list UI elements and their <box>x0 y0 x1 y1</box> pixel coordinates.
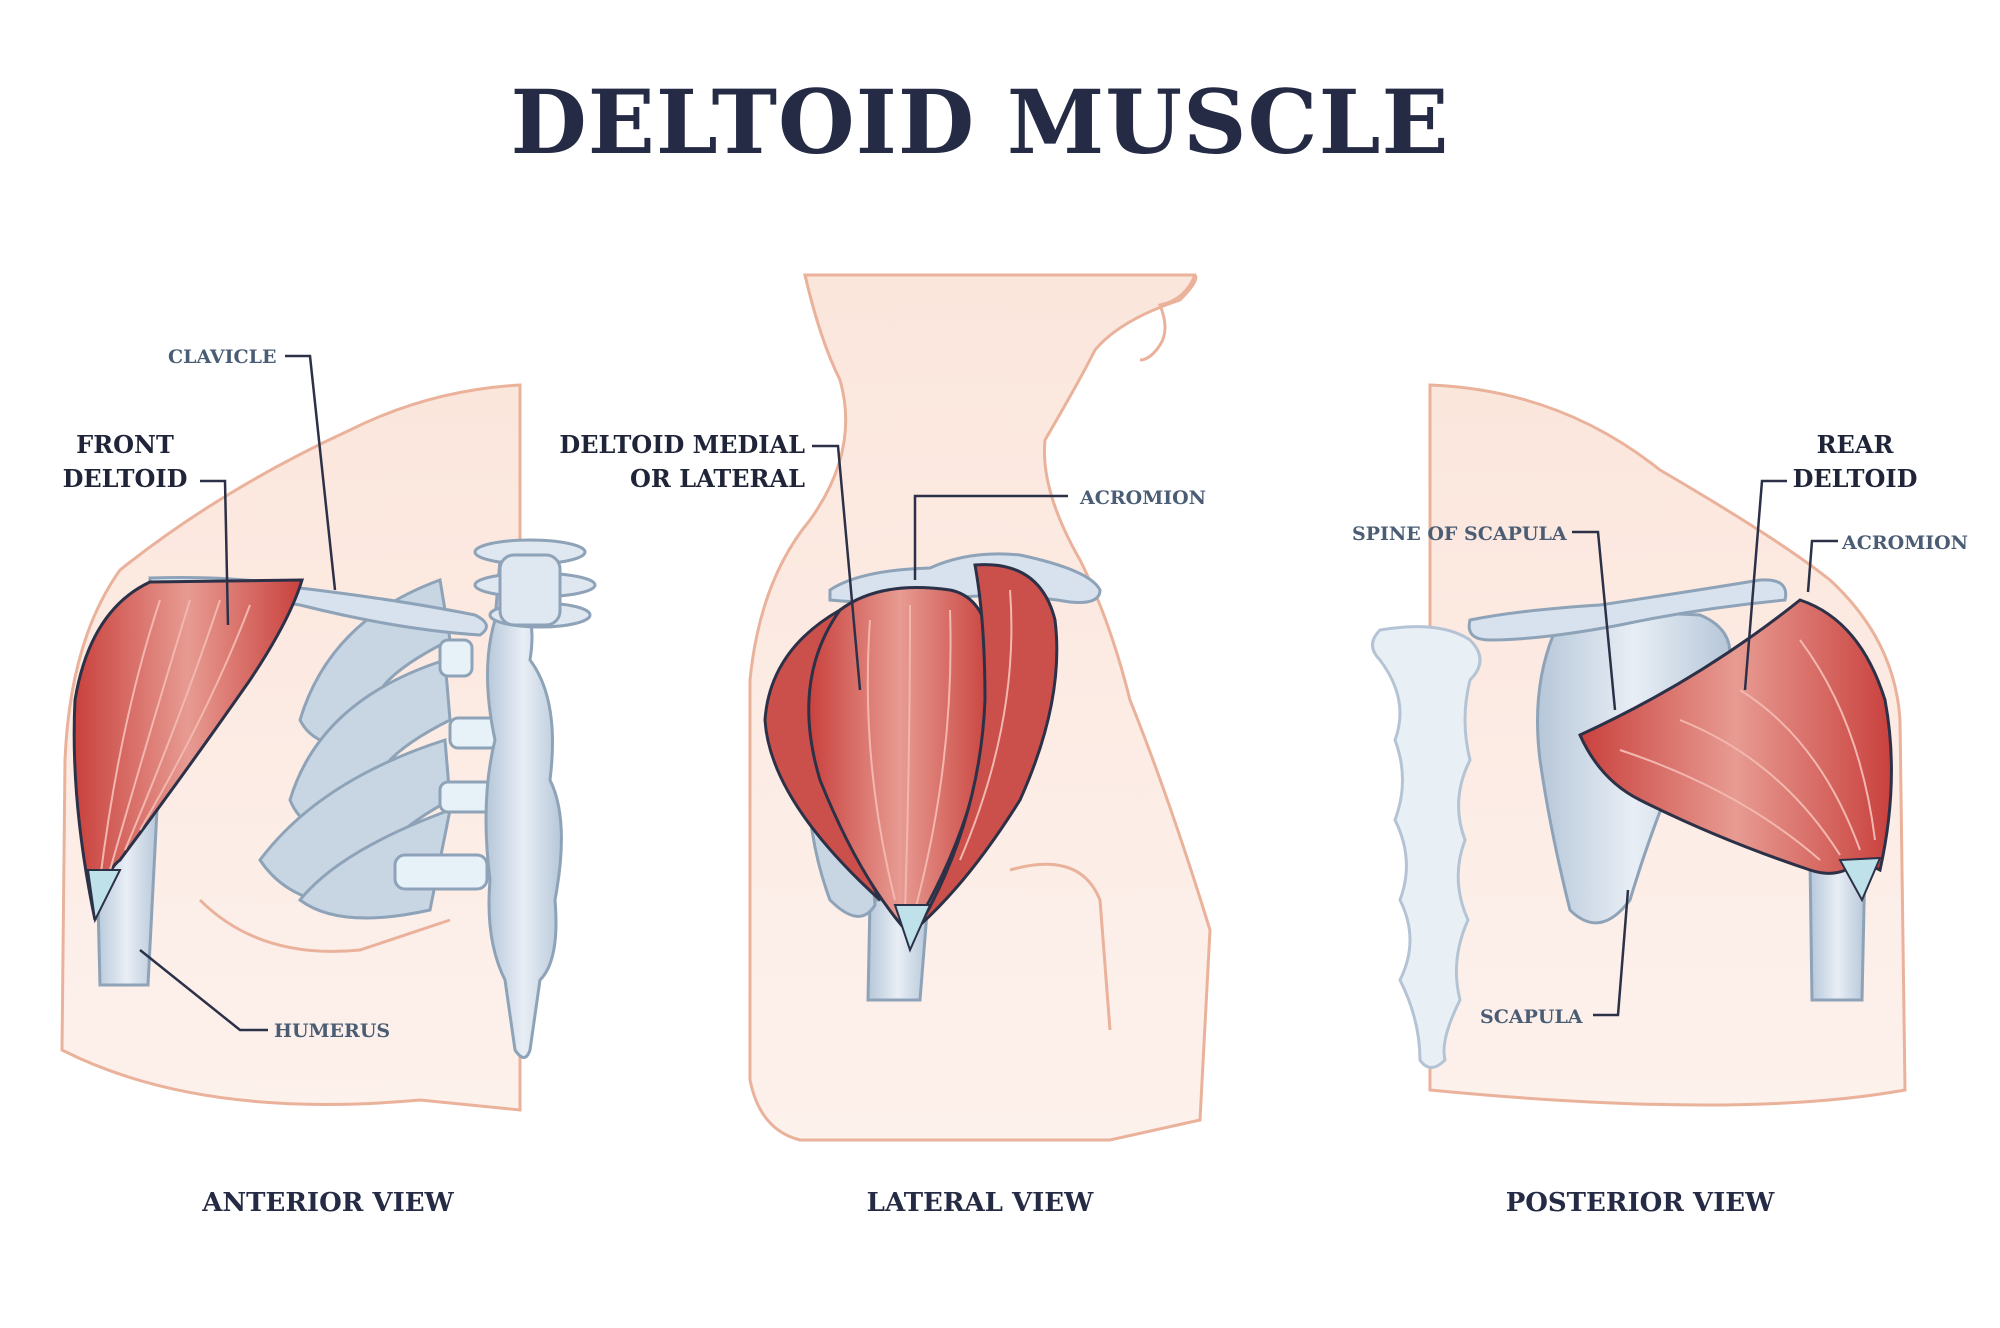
label-front-deltoid: FRONT DELTOID <box>60 428 190 496</box>
label-deltoid-medial: DELTOID MEDIAL OR LATERAL <box>555 428 805 496</box>
caption-lateral-view: LATERAL VIEW <box>730 1188 1230 1218</box>
label-front-deltoid-line1: FRONT <box>60 428 190 462</box>
page-title: DELTOID MUSCLE <box>0 70 1960 174</box>
caption-anterior-view: ANTERIOR VIEW <box>78 1188 578 1218</box>
caption-posterior-view: POSTERIOR VIEW <box>1390 1188 1890 1218</box>
label-deltoid-medial-line2: OR LATERAL <box>555 462 805 496</box>
label-rear-deltoid-line1: REAR <box>1790 428 1920 462</box>
label-rear-deltoid: REAR DELTOID <box>1790 428 1920 496</box>
label-lateral-acromion: ACROMION <box>1080 481 1206 515</box>
cervical-vertebrae <box>475 540 595 627</box>
label-deltoid-medial-line1: DELTOID MEDIAL <box>555 428 805 462</box>
label-clavicle: CLAVICLE <box>168 340 276 374</box>
label-humerus: HUMERUS <box>274 1014 390 1048</box>
label-front-deltoid-line2: DELTOID <box>60 462 190 496</box>
label-scapula: SCAPULA <box>1480 1000 1583 1034</box>
label-posterior-acromion: ACROMION <box>1842 526 1968 560</box>
lateral-view-illustration <box>750 275 1210 1140</box>
label-rear-deltoid-line2: DELTOID <box>1790 462 1920 496</box>
label-spine-of-scapula: SPINE OF SCAPULA <box>1352 517 1567 551</box>
